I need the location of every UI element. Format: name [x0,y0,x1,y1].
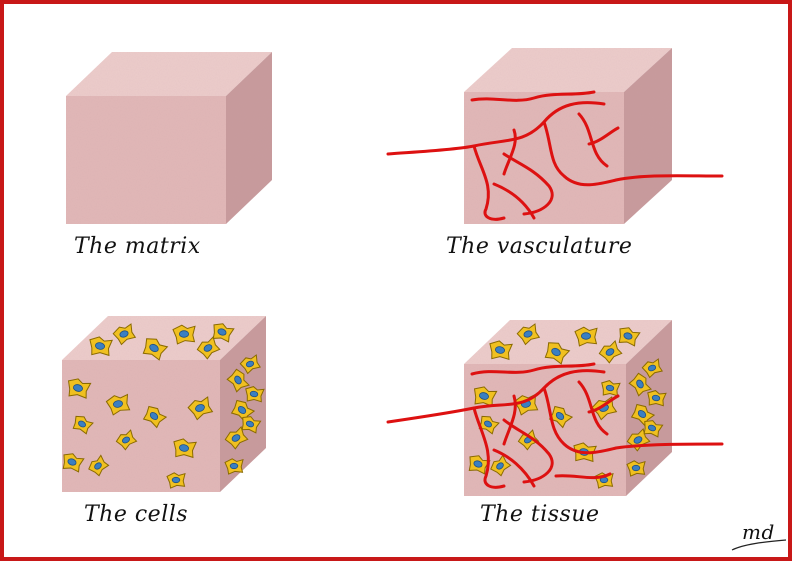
caption-matrix: The matrix [74,234,201,259]
diagram-canvas [4,4,792,565]
caption-tissue: The tissue [480,502,600,527]
caption-cells: The cells [84,502,188,527]
signature: md [742,520,775,544]
caption-vasculature: The vasculature [446,234,632,259]
cube-cells [60,316,266,492]
cube-tissue [388,320,722,496]
cube-vasculature [388,48,722,224]
cube-front-face [66,96,226,224]
cube-matrix [66,52,272,224]
